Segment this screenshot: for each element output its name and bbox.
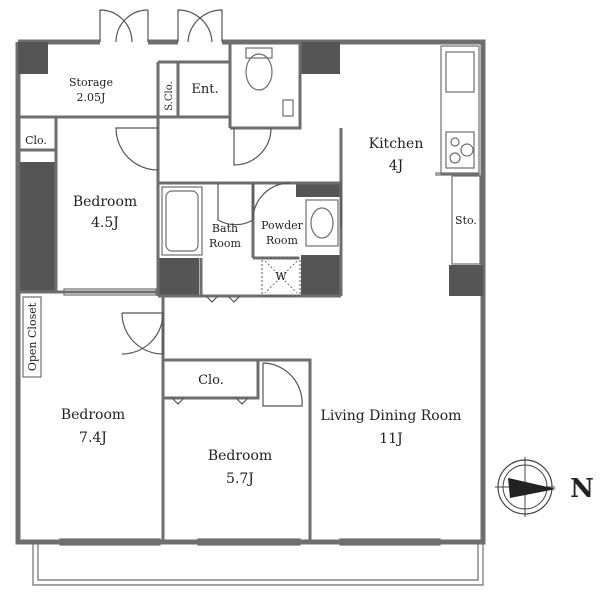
bedroom-3-name: Bedroom [208,448,272,464]
bath-label-2: Room [209,237,242,250]
entrance-label: Ent. [191,82,218,97]
kitchen-size: 4J [389,158,404,174]
powder-label-2: Room [266,234,299,247]
bedroom-2-name: Bedroom [61,407,125,423]
bedroom-2-size: 7.4J [79,430,107,446]
storage-size: 2.05J [77,91,106,104]
shoe-closet-label: S.Clo. [164,81,175,111]
kitchen-counter [435,45,480,176]
living-size: 11J [379,431,402,447]
storage-label: Storage [69,76,113,89]
bathtub [161,186,203,256]
washer-pan [261,257,301,297]
bedroom-1-size: 4.5J [91,215,119,231]
windows [59,288,441,546]
bedroom-1-name: Bedroom [73,194,137,210]
compass-north-label: N [570,474,594,504]
closet-1-label: Clo. [25,134,47,147]
compass-icon [495,457,556,517]
balcony [32,543,484,586]
powder-label-1: Powder [261,219,304,232]
bedroom-3-size: 5.7J [226,471,254,487]
kitchen-name: Kitchen [369,136,424,152]
toilet [245,47,294,117]
storage-2-label: Sto. [455,214,477,227]
open-closet-label: Open Closet [26,302,39,371]
storage-cabinet [451,175,481,265]
structural-columns [18,42,483,296]
closet-2-label: Clo. [198,373,224,388]
bath-label-1: Bath [212,222,238,235]
doors [99,9,342,407]
washbasin [305,199,339,247]
living-name: Living Dining Room [321,408,462,424]
washer-label: W [275,270,287,283]
closet-doors [22,295,258,405]
